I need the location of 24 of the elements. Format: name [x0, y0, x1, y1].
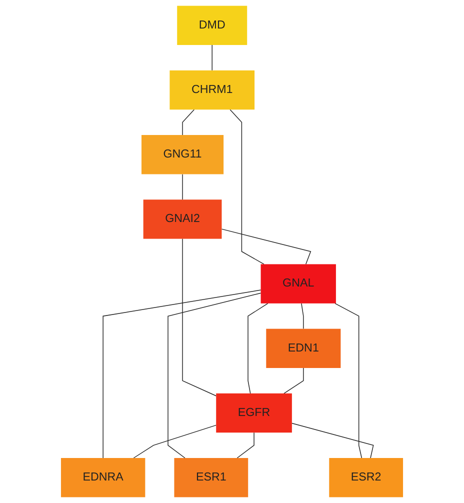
- node-box: DMD: [177, 6, 248, 45]
- node-box: GNAL: [260, 264, 336, 304]
- node-box: ESR2: [329, 458, 404, 498]
- connector: [284, 368, 304, 394]
- connector: [182, 109, 195, 136]
- node-box: ESR1: [174, 458, 248, 498]
- node-box: EDNRA: [60, 458, 146, 498]
- connector: [182, 238, 216, 396]
- node-box: EDN1: [266, 328, 341, 368]
- node-box: GNG11: [141, 135, 224, 174]
- connector: [334, 303, 362, 458]
- connector: [133, 424, 216, 458]
- connector: [221, 228, 312, 265]
- connector: [182, 174, 183, 200]
- connector: [102, 290, 262, 458]
- connector: [168, 292, 262, 458]
- connector: [292, 422, 374, 458]
- connector: [230, 109, 264, 265]
- node-box: CHRM1: [170, 70, 255, 110]
- node-box: GNAI2: [143, 200, 222, 239]
- connector: [301, 303, 304, 330]
- node-box: EGFR: [216, 393, 292, 433]
- connector: [248, 303, 268, 394]
- connector: [236, 432, 254, 458]
